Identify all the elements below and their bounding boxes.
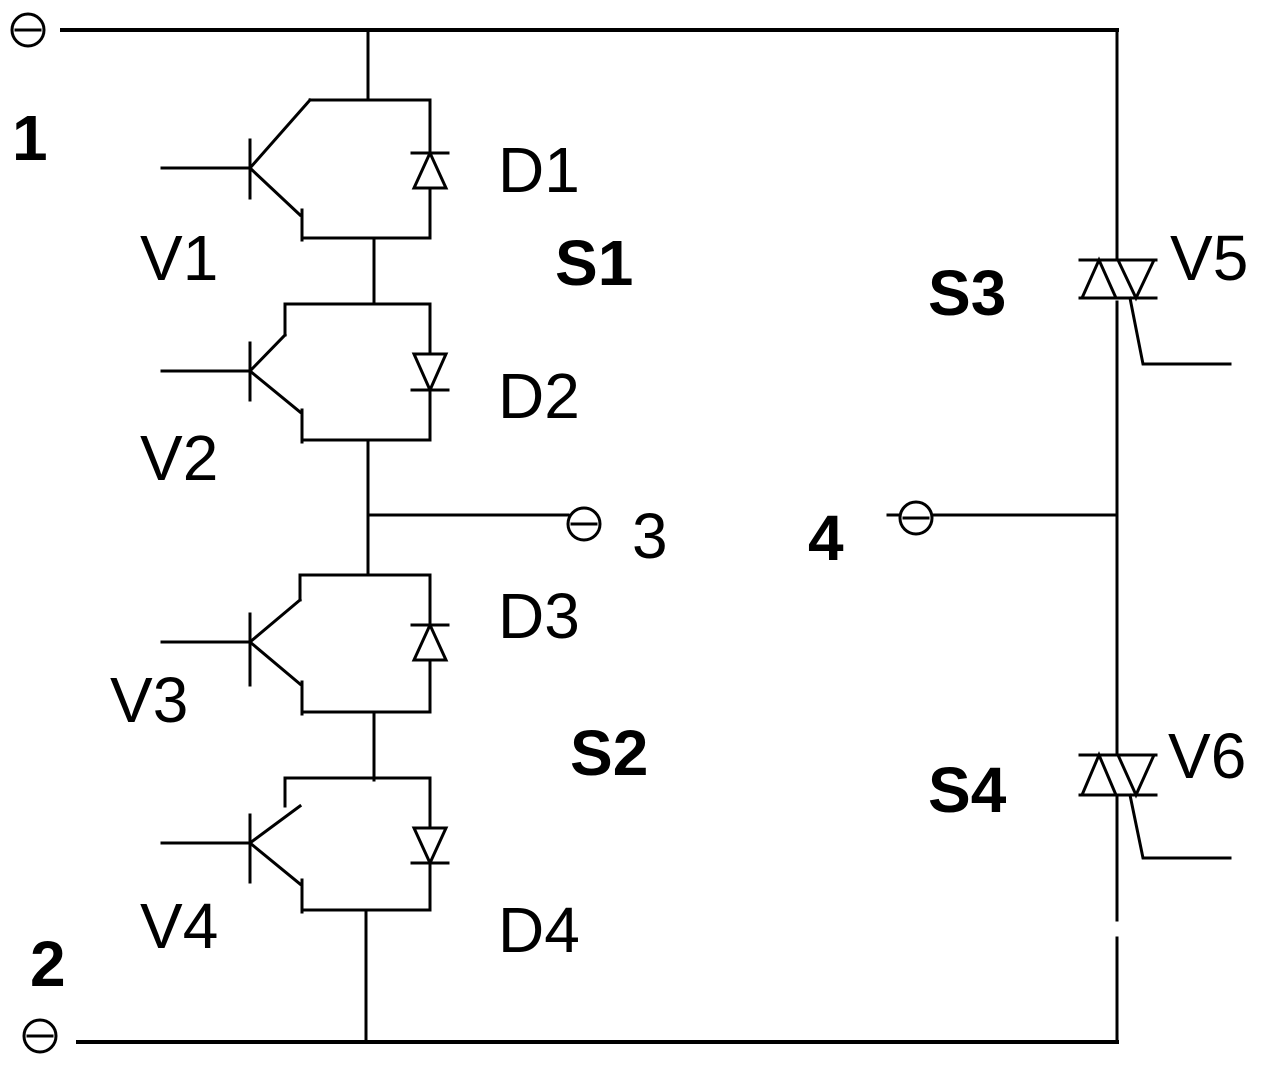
label-terminal-4: 4 <box>808 502 844 574</box>
terminal-2 <box>22 1018 58 1054</box>
terminal-4 <box>886 500 1119 536</box>
igbt-v3 <box>160 573 432 716</box>
igbt-v1 <box>160 97 432 242</box>
label-terminal-2: 2 <box>30 928 66 1000</box>
label-v5: V5 <box>1170 222 1248 294</box>
label-d1: D1 <box>498 134 580 206</box>
bottom-bus <box>76 908 1119 1044</box>
terminal-3 <box>368 506 602 542</box>
terminal-1 <box>10 12 46 48</box>
top-bus <box>60 28 1119 102</box>
label-terminal-3: 3 <box>632 500 668 572</box>
label-v3: V3 <box>110 664 188 736</box>
diode-d4 <box>410 826 450 867</box>
diode-d2 <box>410 352 450 394</box>
thyristor-v5 <box>1078 256 1232 366</box>
igbt-v4 <box>160 776 432 914</box>
label-v1: V1 <box>140 222 218 294</box>
label-s3: S3 <box>928 257 1006 329</box>
label-terminal-1: 1 <box>12 102 48 174</box>
label-s4: S4 <box>928 754 1007 826</box>
thyristor-v6 <box>1078 751 1232 860</box>
label-s2: S2 <box>570 717 648 789</box>
label-v6: V6 <box>1168 720 1246 792</box>
diode-d3 <box>410 621 450 662</box>
label-s1: S1 <box>555 227 633 299</box>
diode-d1 <box>410 149 450 190</box>
label-v4: V4 <box>140 890 218 962</box>
label-d4: D4 <box>498 894 580 966</box>
label-d3: D3 <box>498 580 580 652</box>
label-d2: D2 <box>498 360 580 432</box>
igbt-v2 <box>160 302 432 444</box>
label-v2: V2 <box>140 422 218 494</box>
